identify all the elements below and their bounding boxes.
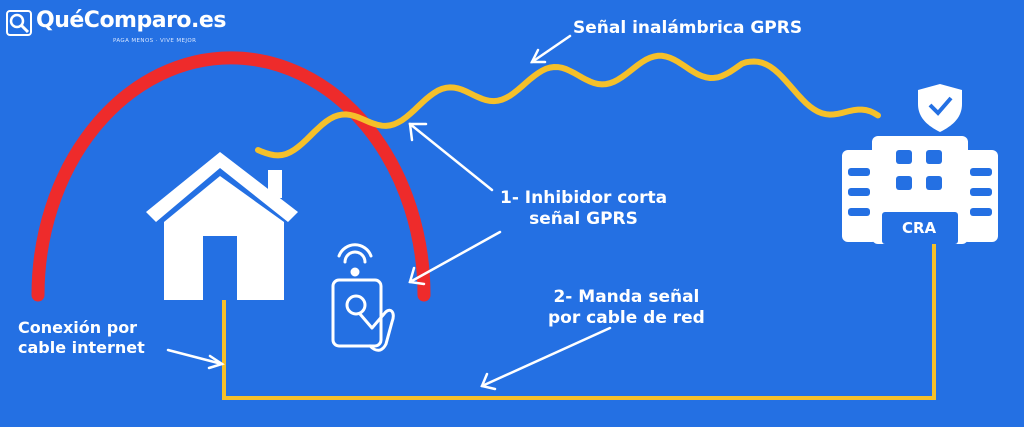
inhibitor-label: 1- Inhibidor corta señal GPRS [500,188,667,231]
gprs-signal-label: Señal inalámbrica GPRS [573,18,803,38]
house-icon [146,152,298,300]
arrow-to-network-cable [480,326,612,391]
cra-building-icon [842,84,998,244]
search-magnifier-icon [6,10,32,36]
internet-connection-line2: cable internet [18,338,145,357]
inhibitor-device-icon [331,243,395,352]
network-label-line2: por cable de red [548,308,705,329]
network-label: 2- Manda señal por cable de red [548,287,705,330]
network-cable-line [222,244,936,400]
inhibitor-label-line1: 1- Inhibidor corta [500,188,668,208]
cra-label: CRA [902,219,937,237]
arrow-to-jam-arc [408,122,494,192]
arrow-to-gprs-wave [529,34,572,64]
logo-tagline: PAGA MENOS · VIVE MEJOR [113,38,197,44]
logo: QuéComparo.es PAGA MENOS · VIVE MEJOR [6,8,226,54]
internet-connection-line1: Conexión por [18,318,138,337]
logo-wordmark: QuéComparo.es [36,8,226,33]
inhibitor-label-line2: señal GPRS [529,209,638,230]
inhibitor-jam-arc [31,51,431,302]
network-label-line1: 2- Manda señal [553,287,700,307]
arrow-to-internet-cable [166,348,225,370]
internet-connection-label: Conexión por cable internet [18,318,145,358]
gprs-wireless-wave [255,52,881,159]
arrow-to-inhibitor-device [408,230,502,286]
